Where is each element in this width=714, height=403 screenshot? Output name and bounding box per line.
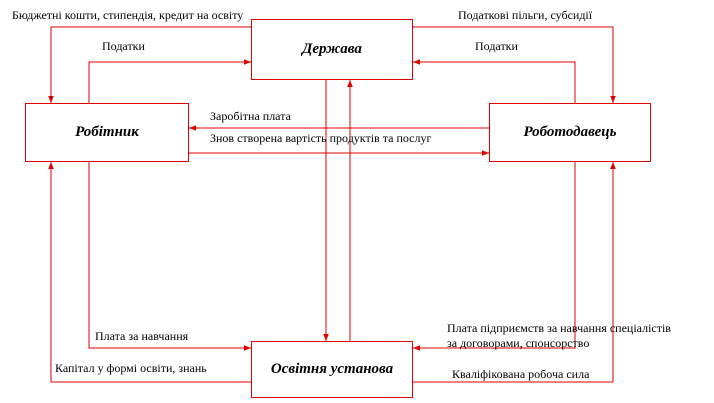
arrow-skilled-labor bbox=[413, 162, 616, 383]
label-budget-funds: Бюджетні кошти, стипендія, кредит на осв… bbox=[12, 8, 244, 22]
label-tax-benefits: Податкові пільги, субсидії bbox=[458, 8, 593, 22]
label-human-capital: Капітал у формі освіти, знань bbox=[55, 361, 207, 375]
label-tuition-fee: Плата за навчання bbox=[95, 329, 189, 343]
label-taxes-employer: Податки bbox=[475, 39, 518, 53]
arrow-human-capital bbox=[48, 162, 251, 383]
label-employer-payment-line1: Плата підприємств за навчання спеціаліст… bbox=[447, 321, 671, 335]
arrow-tax-benefits bbox=[413, 26, 616, 103]
arrow-employer-payment bbox=[413, 162, 576, 351]
label-new-value: Знов створена вартість продуктів та посл… bbox=[210, 131, 432, 145]
arrow-budget-funds bbox=[48, 26, 251, 103]
node-employer: Роботодавець bbox=[489, 103, 651, 162]
label-employer-payment-line2: за договорами, спонсорство bbox=[447, 336, 590, 350]
label-skilled-labor: Кваліфікована робоча сила bbox=[452, 367, 590, 381]
arrow-taxes-worker bbox=[88, 59, 251, 103]
node-worker: Робітник bbox=[25, 103, 189, 162]
label-wages: Заробітна плата bbox=[210, 109, 291, 123]
arrow-taxes-employer bbox=[413, 59, 576, 103]
label-taxes-worker: Податки bbox=[102, 39, 145, 53]
node-school: Освітня установа bbox=[251, 341, 413, 398]
node-state: Держава bbox=[251, 19, 413, 80]
arrow-tuition-fee bbox=[88, 162, 251, 351]
